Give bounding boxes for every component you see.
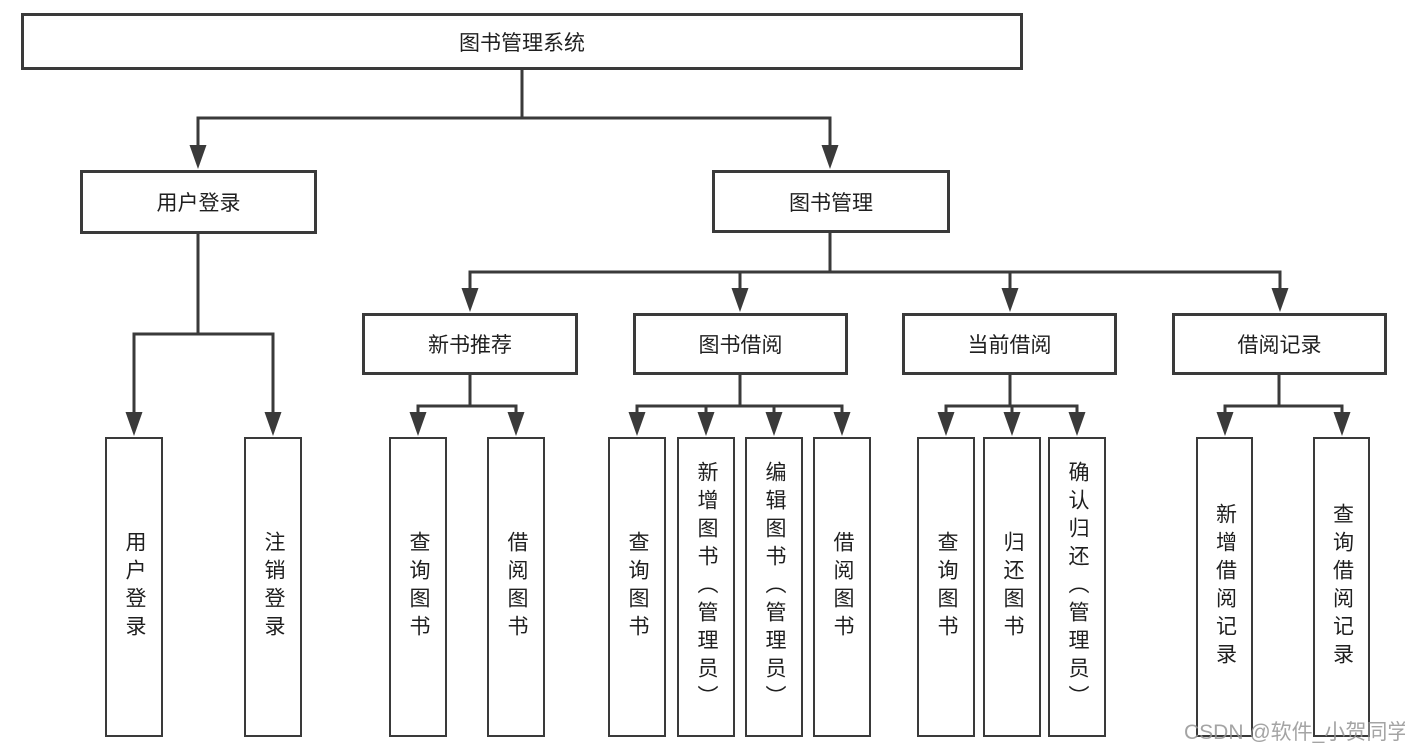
leaf-recommend-borrow-books-label: 借阅图书 xyxy=(505,531,528,643)
node-borrowing-records: 借阅记录 xyxy=(1172,313,1387,375)
leaf-borrowing-add-books-admin-label: 新增图书（管理员） xyxy=(695,461,718,713)
leaf-current-query-books: 查询图书 xyxy=(917,437,975,737)
arrowhead-icons xyxy=(125,145,1351,436)
node-root: 图书管理系统 xyxy=(21,13,1023,70)
node-current-borrowing: 当前借阅 xyxy=(902,313,1117,375)
leaf-recommend-query-books-label: 查询图书 xyxy=(407,531,430,643)
node-user-login: 用户登录 xyxy=(80,170,317,234)
leaf-logout-label: 注销登录 xyxy=(262,531,285,643)
leaf-records-add-record: 新增借阅记录 xyxy=(1196,437,1253,737)
leaf-records-add-record-label: 新增借阅记录 xyxy=(1213,503,1237,671)
leaf-current-return-books: 归还图书 xyxy=(983,437,1041,737)
node-book-management-label: 图书管理 xyxy=(789,191,873,215)
node-new-book-recommendation: 新书推荐 xyxy=(362,313,578,375)
leaf-current-confirm-return-admin-label: 确认归还（管理员） xyxy=(1066,461,1089,713)
leaf-borrowing-edit-books-admin-label: 编辑图书（管理员） xyxy=(763,461,786,713)
watermark-text: CSDN @软件_小贺同学 xyxy=(1184,721,1405,744)
node-root-label: 图书管理系统 xyxy=(459,31,585,55)
node-borrowing-records-label: 借阅记录 xyxy=(1237,334,1322,357)
leaf-borrowing-query-books-label: 查询图书 xyxy=(626,531,649,643)
leaf-records-query-record-label: 查询借阅记录 xyxy=(1330,503,1354,671)
node-book-management: 图书管理 xyxy=(712,170,950,233)
leaf-user-login-label: 用户登录 xyxy=(123,531,146,643)
leaf-borrowing-edit-books-admin: 编辑图书（管理员） xyxy=(745,437,803,737)
node-book-borrowing: 图书借阅 xyxy=(633,313,848,375)
node-new-book-recommendation-label: 新书推荐 xyxy=(428,334,512,357)
leaf-user-login: 用户登录 xyxy=(105,437,163,737)
node-book-borrowing-label: 图书借阅 xyxy=(698,334,783,357)
leaf-borrowing-query-books: 查询图书 xyxy=(608,437,666,737)
node-user-login-label: 用户登录 xyxy=(156,192,241,215)
leaf-borrowing-borrow-books-label: 借阅图书 xyxy=(831,531,854,643)
leaf-recommend-borrow-books: 借阅图书 xyxy=(487,437,545,737)
leaf-recommend-query-books: 查询图书 xyxy=(389,437,447,737)
leaf-current-confirm-return-admin: 确认归还（管理员） xyxy=(1048,437,1106,737)
node-current-borrowing-label: 当前借阅 xyxy=(967,334,1052,357)
leaf-borrowing-add-books-admin: 新增图书（管理员） xyxy=(677,437,735,737)
leaf-logout: 注销登录 xyxy=(244,437,302,737)
leaf-borrowing-borrow-books: 借阅图书 xyxy=(813,437,871,737)
leaf-records-query-record: 查询借阅记录 xyxy=(1313,437,1370,737)
leaf-current-query-books-label: 查询图书 xyxy=(935,531,958,643)
leaf-current-return-books-label: 归还图书 xyxy=(1001,531,1024,643)
